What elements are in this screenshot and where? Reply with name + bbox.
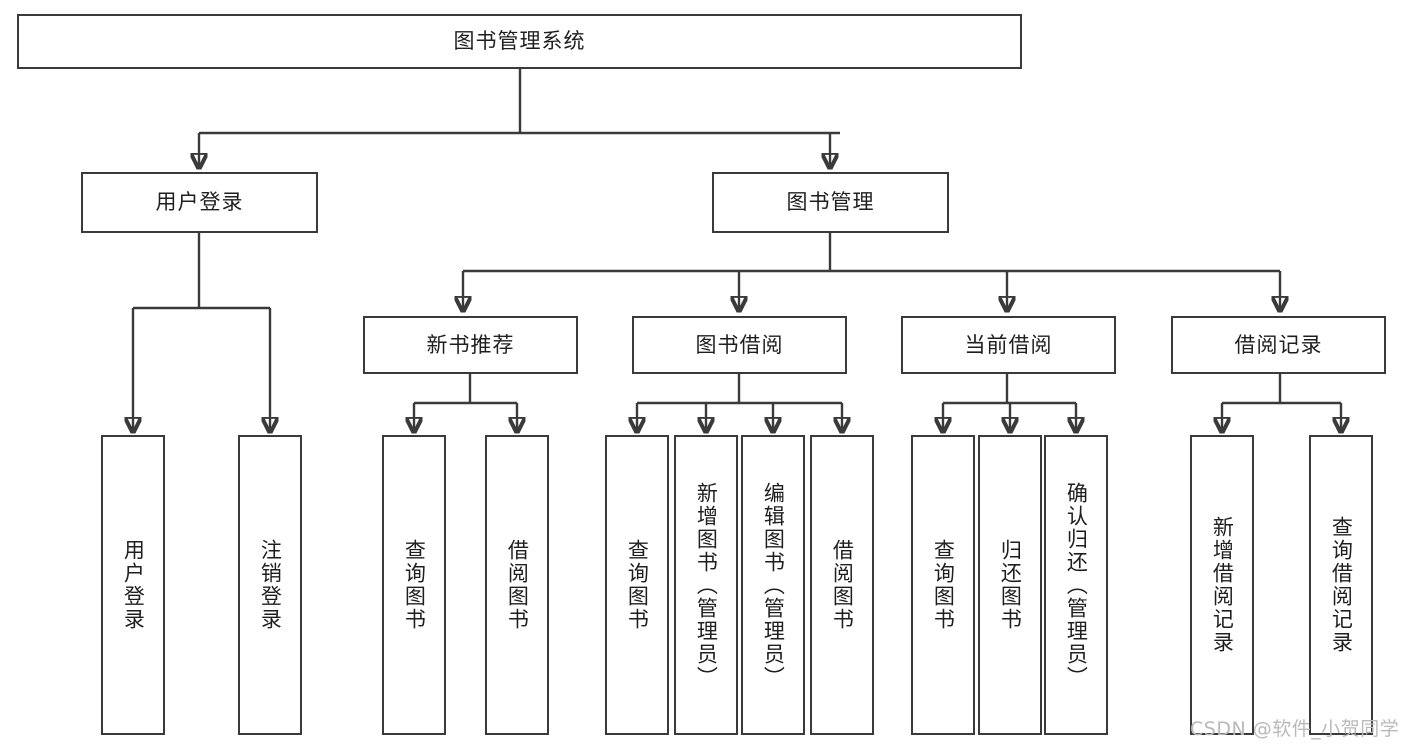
node-leaf-add-book-label: 新增图书（管理员）	[694, 481, 719, 689]
node-book-borrow[interactable]: 图书借阅	[632, 316, 847, 374]
node-book-borrow-label: 图书借阅	[695, 332, 784, 357]
node-leaf-borrow-book-2[interactable]: 借阅图书	[810, 435, 874, 735]
node-leaf-query-book-3[interactable]: 查询图书	[911, 435, 975, 735]
node-book-manage-label: 图书管理	[786, 190, 875, 215]
node-book-manage[interactable]: 图书管理	[712, 172, 949, 233]
node-user-login[interactable]: 用户登录	[81, 172, 318, 233]
node-leaf-confirm-return-label: 确认归还（管理员）	[1064, 481, 1089, 689]
node-leaf-edit-book[interactable]: 编辑图书（管理员）	[741, 435, 805, 735]
node-root-label: 图书管理系统	[453, 29, 586, 54]
node-leaf-borrow-book-1[interactable]: 借阅图书	[485, 435, 549, 735]
node-leaf-return-book[interactable]: 归还图书	[978, 435, 1042, 735]
node-root[interactable]: 图书管理系统	[17, 14, 1022, 69]
node-current-borrow[interactable]: 当前借阅	[901, 316, 1116, 374]
node-leaf-edit-book-label: 编辑图书（管理员）	[761, 481, 786, 689]
node-leaf-borrow-book-2-label: 借阅图书	[830, 539, 855, 631]
node-user-login-label: 用户登录	[155, 190, 244, 215]
node-leaf-logout-label: 注销登录	[258, 539, 283, 631]
node-leaf-user-login[interactable]: 用户登录	[101, 435, 165, 735]
node-leaf-logout[interactable]: 注销登录	[238, 435, 302, 735]
node-leaf-borrow-book-1-label: 借阅图书	[505, 539, 530, 631]
node-leaf-query-book-1[interactable]: 查询图书	[382, 435, 446, 735]
node-leaf-query-record[interactable]: 查询借阅记录	[1309, 435, 1373, 735]
node-leaf-query-book-3-label: 查询图书	[931, 539, 956, 631]
node-leaf-add-record-label: 新增借阅记录	[1210, 516, 1235, 654]
node-leaf-query-book-2[interactable]: 查询图书	[605, 435, 669, 735]
node-leaf-add-record[interactable]: 新增借阅记录	[1190, 435, 1254, 735]
node-leaf-confirm-return[interactable]: 确认归还（管理员）	[1044, 435, 1108, 735]
watermark-label: CSDN @软件_小贺同学	[1190, 718, 1400, 740]
node-borrow-record[interactable]: 借阅记录	[1171, 316, 1386, 374]
node-leaf-add-book[interactable]: 新增图书（管理员）	[674, 435, 738, 735]
node-new-book-rec-label: 新书推荐	[426, 332, 515, 357]
node-leaf-return-book-label: 归还图书	[998, 539, 1023, 631]
node-leaf-query-record-label: 查询借阅记录	[1329, 516, 1354, 654]
node-new-book-rec[interactable]: 新书推荐	[363, 316, 578, 374]
node-leaf-user-login-label: 用户登录	[121, 539, 146, 631]
node-current-borrow-label: 当前借阅	[964, 332, 1053, 357]
node-borrow-record-label: 借阅记录	[1234, 332, 1323, 357]
node-leaf-query-book-1-label: 查询图书	[402, 539, 427, 631]
node-leaf-query-book-2-label: 查询图书	[625, 539, 650, 631]
